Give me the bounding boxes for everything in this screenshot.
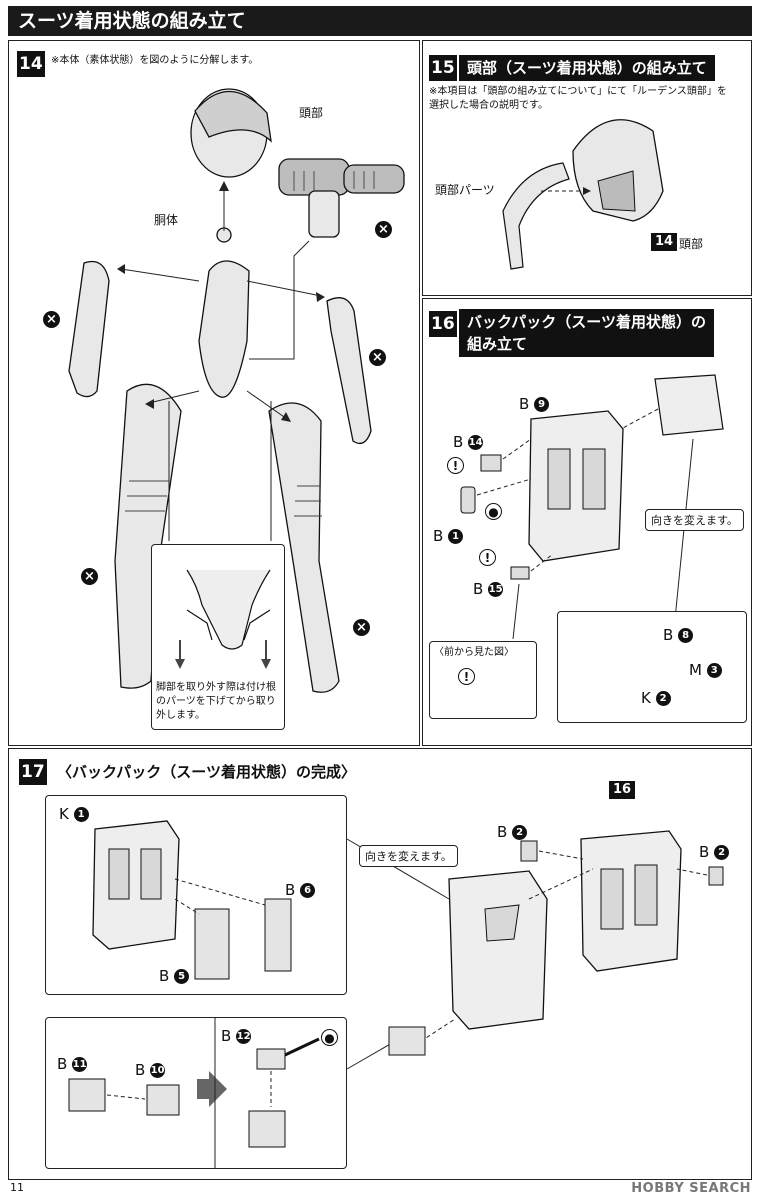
backpack-assembly-drawing [68, 820, 724, 1169]
part-k2-number: 2 [655, 691, 671, 706]
remove-left-arm-x-circle-icon: × [43, 311, 60, 328]
caution-exclamation-icon-b15: ! [479, 549, 496, 566]
turn-around-note-17: 向きを変えます。 [359, 845, 458, 867]
part-k2-letter: K [641, 689, 651, 707]
figure-drawing [68, 88, 405, 693]
section-header: スーツ着用状態の組み立て [8, 6, 752, 36]
caution-exclamation-icon-b14: ! [447, 457, 464, 474]
part-b2-right-number: 2 [714, 845, 730, 860]
step15-title: 頭部（スーツ着用状態）の組み立て [459, 55, 715, 81]
step16-title-line2: 組み立て [467, 335, 528, 353]
step14-reference-badge: 14 [651, 233, 678, 251]
part-b11-letter: B [57, 1055, 68, 1073]
part-b6-letter: B [285, 881, 296, 899]
remove-right-arm-x-circle-icon: × [369, 349, 386, 366]
part-b15: B 15 [473, 580, 504, 598]
leg-detail-box: 脚部を取り外す際は付け根のパーツを下げてから取り外します。 [151, 544, 285, 730]
part-b5-letter: B [159, 967, 170, 985]
part-b14-number: 14 [468, 435, 484, 450]
glue-drop-icon: ● [485, 503, 502, 520]
part-b14-letter: B [453, 433, 464, 451]
part-k2: K 2 [641, 689, 671, 707]
part-b12: B 12 [221, 1027, 252, 1045]
step14-panel: 14 ※本体（素体状態）を図のように分解します。 [8, 40, 420, 746]
part-b9-number: 9 [534, 397, 550, 412]
step16-reference-number: 16 [613, 782, 632, 797]
part-b5-number: 5 [174, 969, 190, 984]
part-k1-letter: K [59, 805, 69, 823]
part-b2-right: B 2 [699, 843, 730, 861]
part-b2-left-letter: B [497, 823, 508, 841]
step15-panel: 15 頭部（スーツ着用状態）の組み立て ※本項目は「頭部の組み立てについて」にて… [422, 40, 752, 296]
step16-title: バックパック（スーツ着用状態）の 組み立て [459, 309, 714, 357]
subassembly-box-bottom [45, 1017, 347, 1169]
step15-number: 15 [429, 55, 457, 81]
part-b9: B 9 [519, 395, 550, 413]
part-b12-number: 12 [236, 1029, 252, 1044]
step16-panel: 16 バックパック（スーツ着用状態）の 組み立て B 9 B 14 ! ● B [422, 298, 752, 746]
part-b6: B 6 [285, 881, 316, 899]
part-b11-number: 11 [72, 1057, 88, 1072]
turn-around-note: 向きを変えます。 [645, 509, 744, 531]
part-b1: B 1 [433, 527, 464, 545]
part-b15-number: 15 [488, 582, 504, 597]
step16-title-line1: バックパック（スーツ着用状態）の [467, 313, 706, 331]
part-b2-left-number: 2 [512, 825, 528, 840]
part-b2-left: B 2 [497, 823, 528, 841]
step17-panel: 17 〈バックパック（スーツ着用状態）の完成〉 [8, 748, 752, 1180]
part-b10-number: 10 [150, 1063, 166, 1078]
part-m3-letter: M [689, 661, 702, 679]
helmet-drawing [502, 119, 664, 270]
part-m3-number: 3 [706, 663, 722, 678]
step14-reference-number: 14 [655, 234, 674, 249]
part-b1-letter: B [433, 527, 444, 545]
step17-title: 〈バックパック（スーツ着用状態）の完成〉 [57, 763, 356, 781]
step16-reference-badge: 16 [609, 781, 636, 799]
part-b10-letter: B [135, 1061, 146, 1079]
head-label: 頭部 [299, 106, 324, 120]
part-b5: B 5 [159, 967, 190, 985]
part-b14: B 14 [453, 433, 484, 451]
page-number: 11 [10, 1181, 24, 1194]
leg-removal-note: 脚部を取り外す際は付け根のパーツを下げてから取り外します。 [156, 682, 276, 721]
part-b8: B 8 [663, 626, 694, 644]
part-m3: M 3 [689, 661, 722, 679]
step15-note: ※本項目は「頭部の組み立てについて」にて「ルーデンス頭部」を選択した場合の説明で… [429, 86, 727, 111]
front-view-box: 〈前から見た図〉 ! [429, 641, 537, 719]
part-b8-letter: B [663, 626, 674, 644]
torso-label: 胴体 [154, 213, 179, 227]
part-b15-letter: B [473, 580, 484, 598]
remove-gun-x-circle-icon: × [375, 221, 392, 238]
remove-left-leg-x-circle-icon: × [81, 568, 98, 585]
watermark: HOBBY SEARCH [631, 1181, 751, 1196]
step14-reference-label: 頭部 [679, 237, 704, 251]
part-b6-number: 6 [300, 883, 316, 898]
part-k1: K 1 [59, 805, 89, 823]
part-b12-letter: B [221, 1027, 232, 1045]
remove-right-leg-x-circle-icon: × [353, 619, 370, 636]
step16-number: 16 [429, 311, 457, 337]
part-b11: B 11 [57, 1055, 88, 1073]
glue-drop-icon-17: ● [321, 1029, 338, 1046]
step17-number: 17 [19, 759, 47, 785]
part-b8-number: 8 [678, 628, 694, 643]
part-b9-letter: B [519, 395, 530, 413]
part-b10: B 10 [135, 1061, 166, 1079]
part-b1-number: 1 [448, 529, 464, 544]
step14-note: ※本体（素体状態）を図のように分解します。 [51, 55, 259, 66]
part-k1-number: 1 [73, 807, 89, 822]
part-b2-right-letter: B [699, 843, 710, 861]
caution-exclamation-icon-front: ! [458, 668, 475, 685]
step14-number: 14 [17, 51, 45, 77]
front-view-label: 〈前から見た図〉 [434, 647, 514, 658]
head-parts-label: 頭部パーツ [435, 183, 495, 197]
